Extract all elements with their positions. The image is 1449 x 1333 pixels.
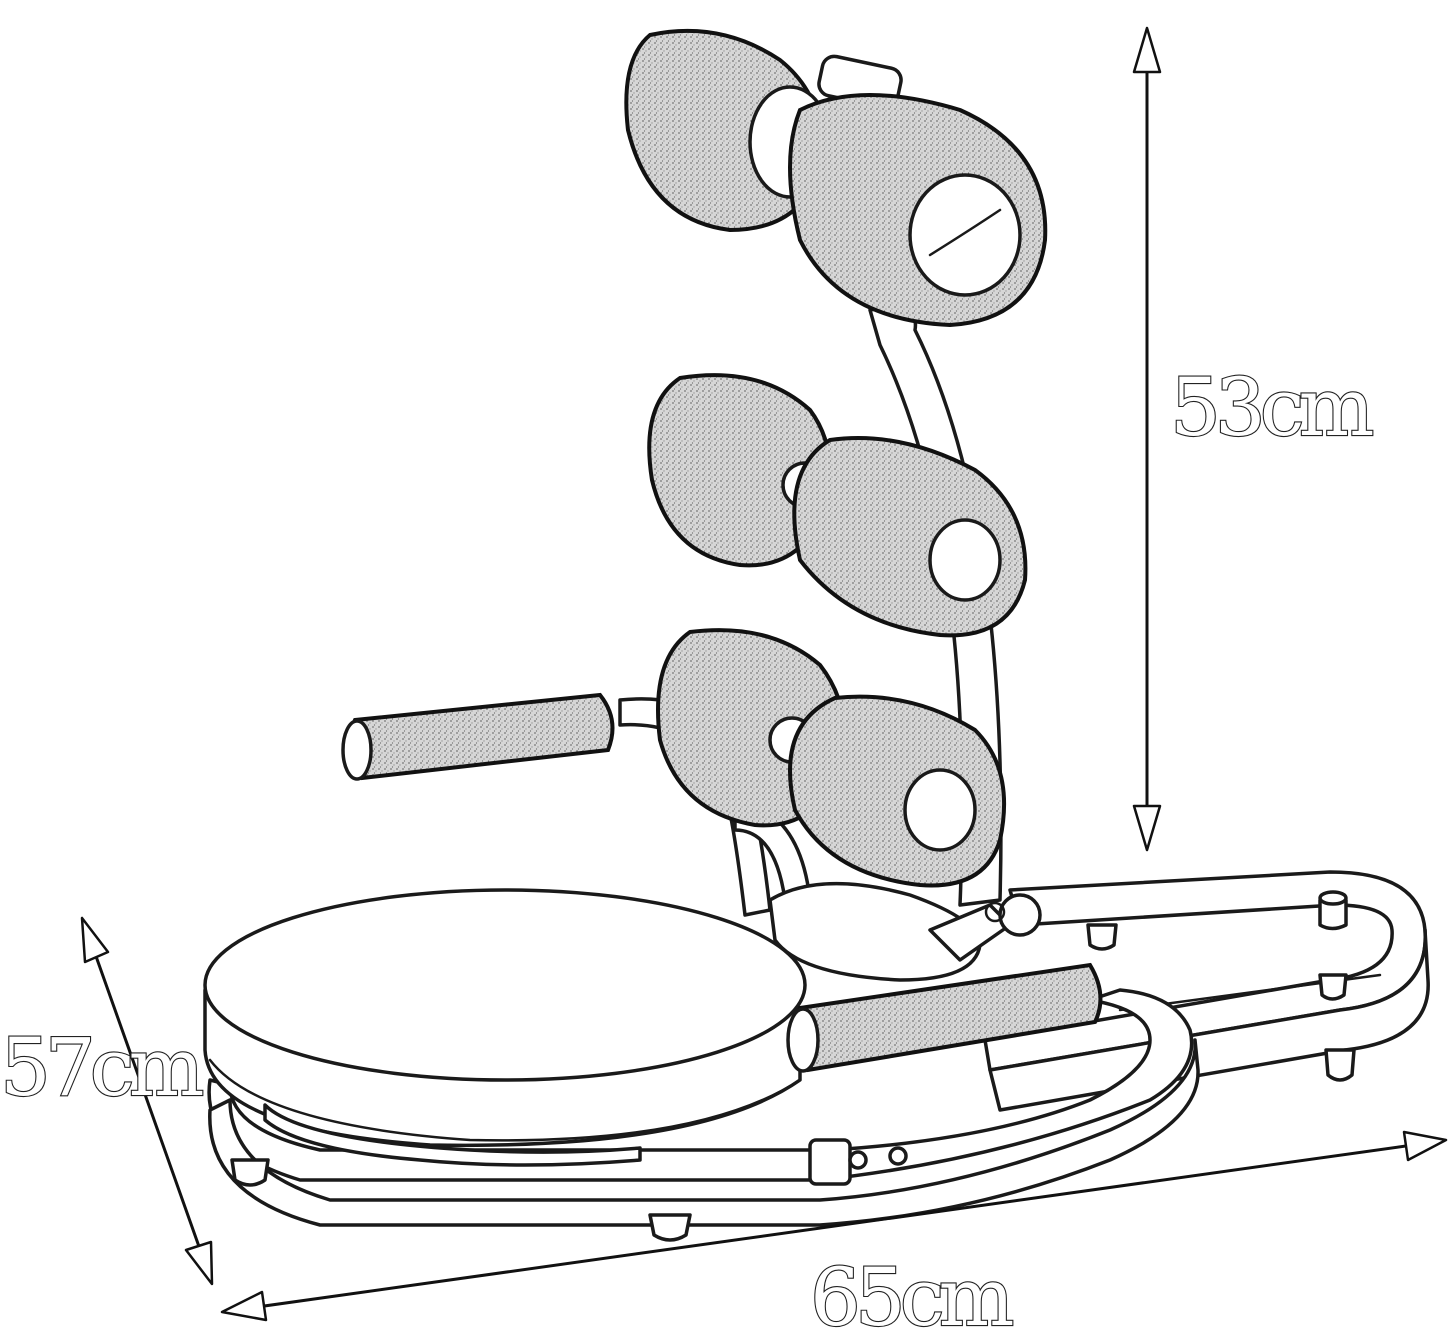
depth-dimension-arrow [80,916,214,1286]
seat-hub [768,881,1042,982]
height-label: 53cm [1170,361,1373,454]
width-label: 65cm [810,1251,1013,1333]
depth-label: 57cm [0,1021,203,1114]
top-roller-pads [624,28,1048,328]
width-dimension-arrow [220,1130,1448,1322]
middle-roller-pads [647,373,1028,638]
front-handle-grip [786,962,1103,1073]
left-handle-grip [341,692,615,781]
base-frame [207,870,1430,1242]
ab-trainer-drawing [203,28,1430,1242]
round-seat [203,888,807,1167]
height-dimension-arrow [1132,26,1162,852]
lower-roller-pads [656,628,1007,888]
